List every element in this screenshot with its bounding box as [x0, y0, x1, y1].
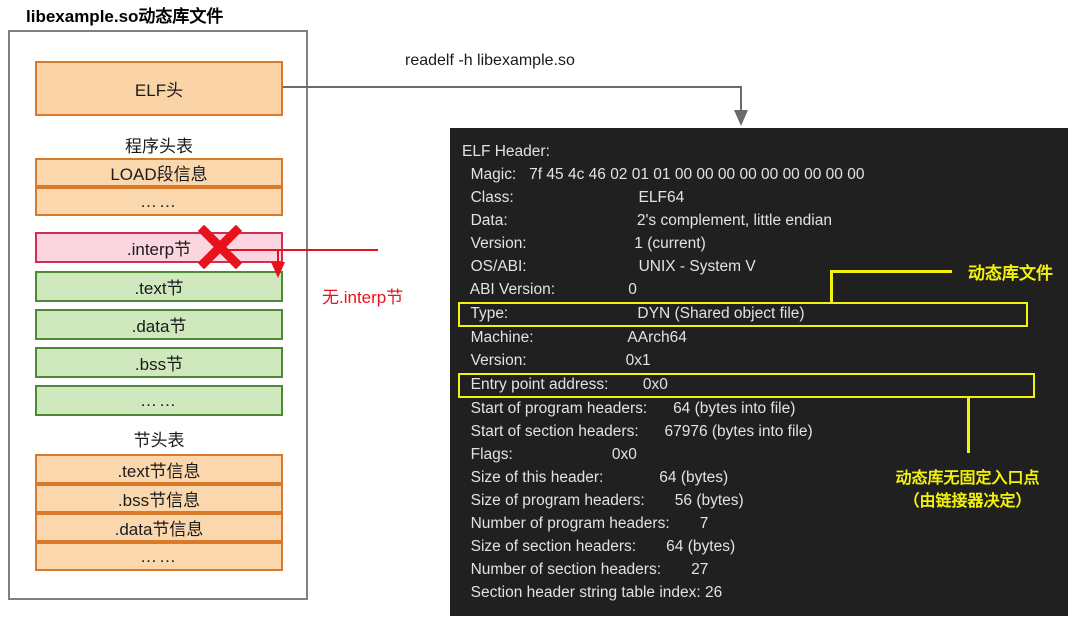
terminal-output-panel: [450, 128, 1068, 616]
block-elf-header: ELF头: [35, 61, 283, 116]
terminal-line: OS/ABI: UNIX - System V: [462, 258, 756, 275]
connector-vertical-to-terminal: [740, 86, 742, 112]
terminal-line: Machine: AArch64: [462, 329, 687, 346]
block-load-segment-info: LOAD段信息: [35, 158, 283, 187]
terminal-line: Size of program headers: 56 (bytes): [462, 492, 744, 509]
diagram-title: libexample.so动态库文件: [26, 7, 224, 26]
terminal-line: Type: DYN (Shared object file): [462, 305, 805, 322]
connector-horizontal-from-elf: [283, 86, 742, 88]
red-connector-vertical: [277, 249, 279, 267]
cross-out-icon: [193, 220, 247, 274]
terminal-line: Size of section headers: 64 (bytes): [462, 538, 736, 555]
label-section-header-table: 节头表: [133, 431, 185, 450]
block-section-bss: .bss节: [35, 347, 283, 378]
block-section-text: .text节: [35, 271, 283, 302]
annotation-no-fixed-entry-line1: 动态库无固定入口点: [895, 470, 1040, 487]
block-section-more: ……: [35, 385, 283, 416]
annotation-no-fixed-entry-line2: （由链接器决定）: [903, 493, 1032, 510]
block-shdr-text: .text节信息: [35, 454, 283, 484]
block-shdr-more: ……: [35, 542, 283, 571]
terminal-line: Version: 1 (current): [462, 235, 706, 252]
terminal-line: Data: 2's complement, little endian: [462, 212, 832, 229]
highlight-entry-point-row: [458, 373, 1035, 398]
highlight-type-row: [458, 302, 1028, 327]
terminal-line: Start of section headers: 67976 (bytes i…: [462, 423, 813, 440]
terminal-line: ABI Version: 0: [462, 281, 637, 298]
terminal-line: Entry point address: 0x0: [462, 376, 668, 393]
block-shdr-bss: .bss节信息: [35, 484, 283, 513]
terminal-line: Number of program headers: 7: [462, 515, 709, 532]
annotation-dynamic-library-file: 动态库文件: [968, 264, 1053, 283]
terminal-line: Magic: 7f 45 4c 46 02 01 01 00 00 00 00 …: [462, 166, 865, 183]
terminal-line: Flags: 0x0: [462, 446, 637, 463]
block-shdr-data: .data节信息: [35, 513, 283, 542]
missing-interp-note: 无.interp节: [322, 288, 404, 307]
label-program-header-table: 程序头表: [125, 137, 193, 156]
block-program-header-more: ……: [35, 187, 283, 216]
terminal-line: Section header string table index: 26: [462, 584, 723, 601]
callout-entry-vertical: [967, 397, 970, 453]
terminal-line: Version: 0x1: [462, 352, 651, 369]
block-section-interp: .interp节: [35, 232, 283, 263]
callout-type-vertical: [830, 270, 833, 303]
block-section-data: .data节: [35, 309, 283, 340]
command-label: readelf -h libexample.so: [405, 52, 575, 69]
terminal-line: Size of this header: 64 (bytes): [462, 469, 729, 486]
terminal-line: Start of program headers: 64 (bytes into…: [462, 400, 796, 417]
terminal-line: Number of section headers: 27: [462, 561, 709, 578]
terminal-line: ELF Header:: [462, 143, 550, 160]
terminal-line: Class: ELF64: [462, 189, 685, 206]
callout-type-horizontal: [830, 270, 952, 273]
red-connector-horizontal: [222, 249, 378, 251]
